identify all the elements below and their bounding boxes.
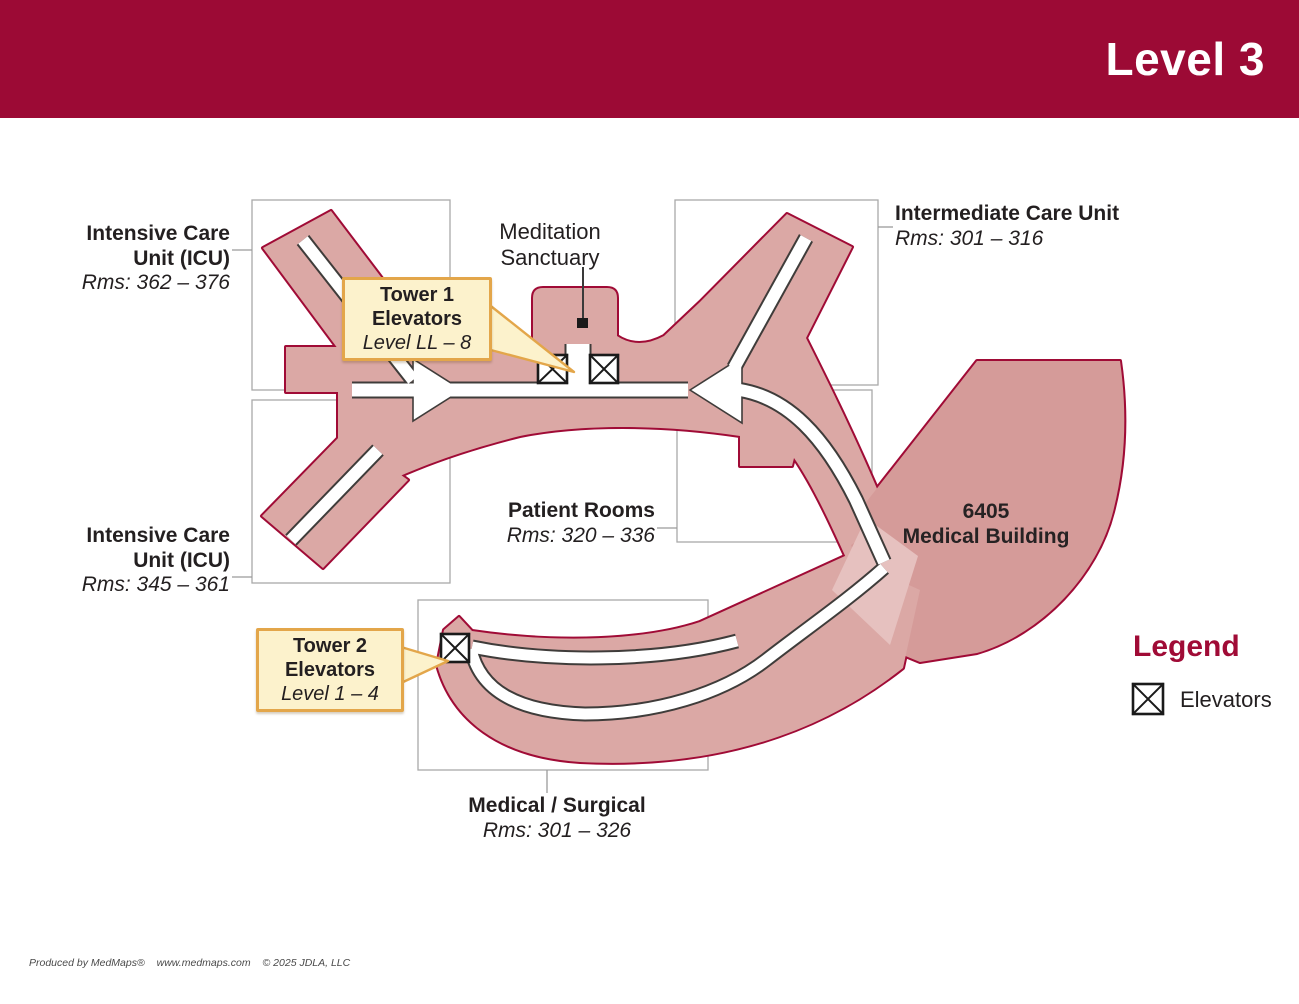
label-icu-bottom-rooms: Rms: 345 – 361 [81,573,230,597]
callout-pointers [399,301,576,685]
corridor-floors [286,235,890,720]
label-meditation-line1: Meditation [499,219,601,244]
label-icu-top-rooms: Rms: 362 – 376 [81,271,230,295]
label-icu-top: Intensive Care Unit (ICU) Rms: 362 – 376 [82,222,230,296]
footer-copyright: © 2025 JDLA, LLC [262,957,351,969]
tower2-callout-line2: Elevators [284,659,376,681]
tower1-callout-line1: Tower 1 [379,284,455,306]
tower1-elevators-callout: Tower 1 Elevators Level LL – 8 [342,277,492,361]
label-icu-bottom-line2: Unit (ICU) [133,548,230,572]
header-bar: Level 3 [0,0,1299,118]
footer-produced-by: Produced by MedMaps® [29,957,145,969]
label-6405-line2: Medical Building [902,524,1070,548]
footer-credits: Produced by MedMaps® www.medmaps.com © 2… [29,957,359,969]
label-med-surg-line1: Medical / Surgical [468,794,646,817]
tower2-callout-line1: Tower 2 [292,635,368,657]
elevator-icon [439,632,471,664]
label-6405-line1: 6405 [962,500,1010,523]
label-intermediate-care: Intermediate Care Unit Rms: 301 – 316 [895,202,1119,251]
label-med-surg-rooms: Rms: 301 – 326 [482,818,632,842]
label-icu-top-line2: Unit (ICU) [133,246,230,270]
label-patient-rooms-range: Rms: 320 – 336 [506,523,655,547]
tower1-callout-levels: Level LL – 8 [362,332,472,354]
label-intermediate-line1: Intermediate Care Unit [895,202,1120,225]
label-icu-bottom: Intensive Care Unit (ICU) Rms: 345 – 361 [82,524,230,598]
label-intermediate-rooms: Rms: 301 – 316 [895,226,1044,250]
page-title: Level 3 [1105,33,1265,85]
label-med-surg: Medical / Surgical Rms: 301 – 326 [468,794,645,843]
label-patient-line1: Patient Rooms [507,499,655,522]
tower2-callout-levels: Level 1 – 4 [281,683,379,705]
tower2-elevators-callout: Tower 2 Elevators Level 1 – 4 [256,628,404,712]
legend-elevator-icon [1131,682,1165,716]
label-patient-rooms: Patient Rooms Rms: 320 – 336 [507,499,655,548]
legend-elevators-label: Elevators [1180,687,1272,712]
leader-lines [232,226,893,793]
elevator-icon [588,353,620,385]
label-icu-top-line1: Intensive Care [86,222,230,245]
sanctuary-marker-icon [577,318,588,328]
label-meditation-sanctuary: Meditation Sanctuary [499,219,601,270]
footer-website: www.medmaps.com [156,957,251,969]
sanctuary-marker [577,267,588,328]
label-icu-bottom-line1: Intensive Care [86,524,230,547]
tower1-callout-line2: Elevators [371,308,463,330]
label-meditation-line2: Sanctuary [500,244,600,270]
legend-title: Legend [1133,630,1240,663]
label-6405-building: 6405 Medical Building [903,500,1070,549]
